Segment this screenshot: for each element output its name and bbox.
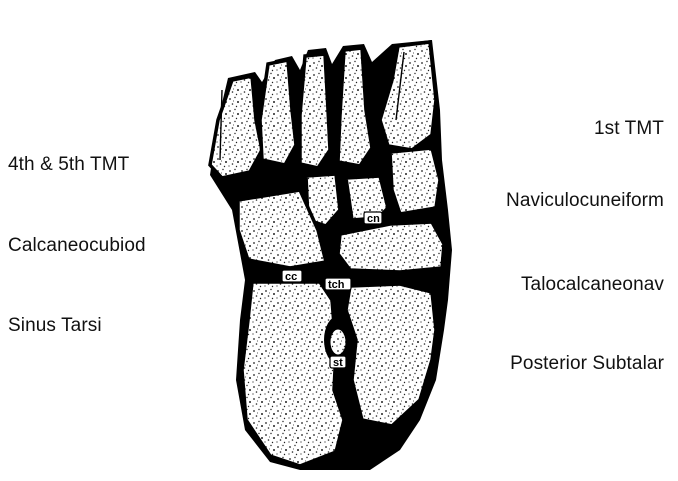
- svg-text:cn: cn: [367, 213, 380, 225]
- calcaneus-bone: [242, 282, 344, 466]
- label-calcaneocuboid: Calcaneocubiod: [8, 235, 146, 257]
- label-posterior-subtalar: Posterior Subtalar: [510, 353, 664, 375]
- label-talocalcaneonav: Talocalcaneonav: [521, 274, 664, 296]
- tag-cn: cn: [364, 212, 382, 225]
- label-sinus-tarsi: Sinus Tarsi: [8, 315, 102, 337]
- metatarsal-4: [260, 60, 296, 165]
- label-1st-tmt: 1st TMT: [594, 118, 664, 140]
- tag-tch: tch: [325, 278, 351, 291]
- svg-text:tch: tch: [328, 279, 345, 291]
- metatarsal-5: [210, 76, 262, 178]
- metatarsal-3: [300, 54, 330, 168]
- navicular-bone: [338, 222, 444, 272]
- cuneiform-medial: [390, 148, 440, 214]
- svg-text:cc: cc: [285, 271, 297, 283]
- svg-text:st: st: [333, 357, 343, 369]
- label-naviculocuneiform: Naviculocuneiform: [506, 190, 664, 212]
- label-4th-5th-tmt: 4th & 5th TMT: [8, 154, 129, 176]
- tag-cc: cc: [282, 270, 302, 283]
- tag-st: st: [330, 356, 346, 369]
